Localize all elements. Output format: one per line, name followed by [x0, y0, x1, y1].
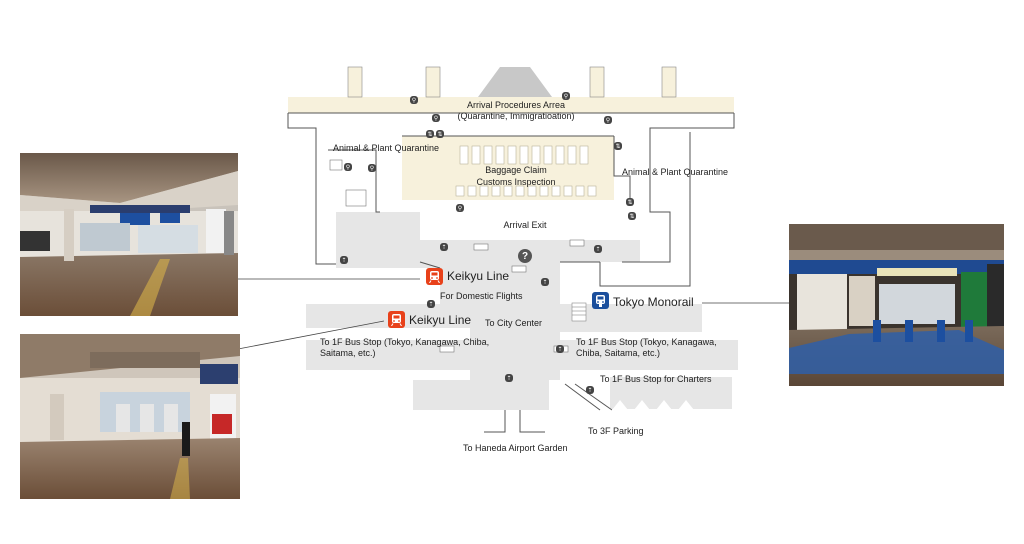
escalators: [571, 302, 587, 322]
arrival-exit-label: Arrival Exit: [503, 220, 547, 230]
bus-stop-charters-label: To 1F Bus Stop for Charters: [600, 374, 712, 384]
arrival-procedures-sublabel: (Quarantine, Immigratioation): [457, 111, 575, 121]
keikyu-line-label-upper: Keikyu Line: [447, 269, 510, 283]
monorail-gates-photo: [789, 224, 1004, 386]
bus-stop-left-label: To 1F Bus Stop (Tokyo, Kanagawa, Chiba,: [320, 337, 490, 347]
restroom-icon: ⚲: [344, 163, 352, 171]
escalator-icon: ⇡: [340, 256, 348, 264]
roof-triangle: [478, 67, 552, 97]
elevator-icon: ⇅: [436, 130, 444, 138]
restroom-icon: ⚲: [368, 164, 376, 172]
escalator-icon: ⇡: [556, 345, 564, 353]
escalator-icon: ⇡: [586, 386, 594, 394]
baggage-carousels: [455, 145, 597, 197]
for-domestic-flights-label: For Domestic Flights: [440, 291, 523, 301]
restroom-icon: ⚲: [456, 204, 464, 212]
elevator-icon: ⇅: [628, 212, 636, 220]
to-city-center-label: To City Center: [485, 318, 543, 328]
parking-ramp: [612, 400, 694, 410]
restroom-icon: ⚲: [562, 92, 570, 100]
tokyo-monorail-label: Tokyo Monorail: [613, 295, 694, 309]
animal-plant-quarantine-left: Animal & Plant Quarantine: [333, 143, 440, 153]
escalator-icon: ⇡: [505, 374, 513, 382]
to-haneda-garden-label: To Haneda Airport Garden: [463, 443, 568, 453]
public-floor-area: [306, 212, 738, 410]
elevator-icon: ⇅: [626, 198, 634, 206]
arrival-procedures-label: Arrival Procedures Arrea: [466, 100, 566, 110]
leader-lines: [237, 278, 789, 350]
bus-stop-left-label-2: Saitama, etc.): [320, 348, 376, 358]
animal-plant-quarantine-right: Animal & Plant Quarantine: [622, 167, 729, 177]
to-3f-parking-label: To 3F Parking: [588, 426, 644, 436]
elevator-icon: ⇅: [426, 130, 434, 138]
train-icon: [426, 268, 443, 285]
restroom-icon: ⚲: [604, 116, 612, 124]
escalator-icon: ⇡: [594, 245, 602, 253]
bus-stop-right-label-2: Chiba, Saitama, etc.): [576, 348, 661, 358]
keikyu-line-label-lower: Keikyu Line: [409, 313, 472, 327]
restroom-icon: ⚲: [410, 96, 418, 104]
keikyu-gates-photo: [20, 334, 240, 499]
elevator-icon: ⇅: [614, 142, 622, 150]
baggage-claim-label: Baggage Claim: [485, 165, 547, 175]
escalator-icon: ⇡: [541, 278, 549, 286]
station-entrance-photo: [20, 153, 238, 316]
restroom-icon: ⚲: [432, 114, 440, 122]
info-icon: ?: [518, 249, 532, 263]
customs-inspection-label: Customs Inspection: [476, 177, 556, 187]
escalator-icon: ⇡: [427, 300, 435, 308]
monorail-icon: [592, 292, 609, 309]
bus-stop-right-label: To 1F Bus Stop (Tokyo, Kanagawa,: [576, 337, 717, 347]
escalator-icon: ⇡: [440, 243, 448, 251]
train-icon: [388, 311, 405, 328]
